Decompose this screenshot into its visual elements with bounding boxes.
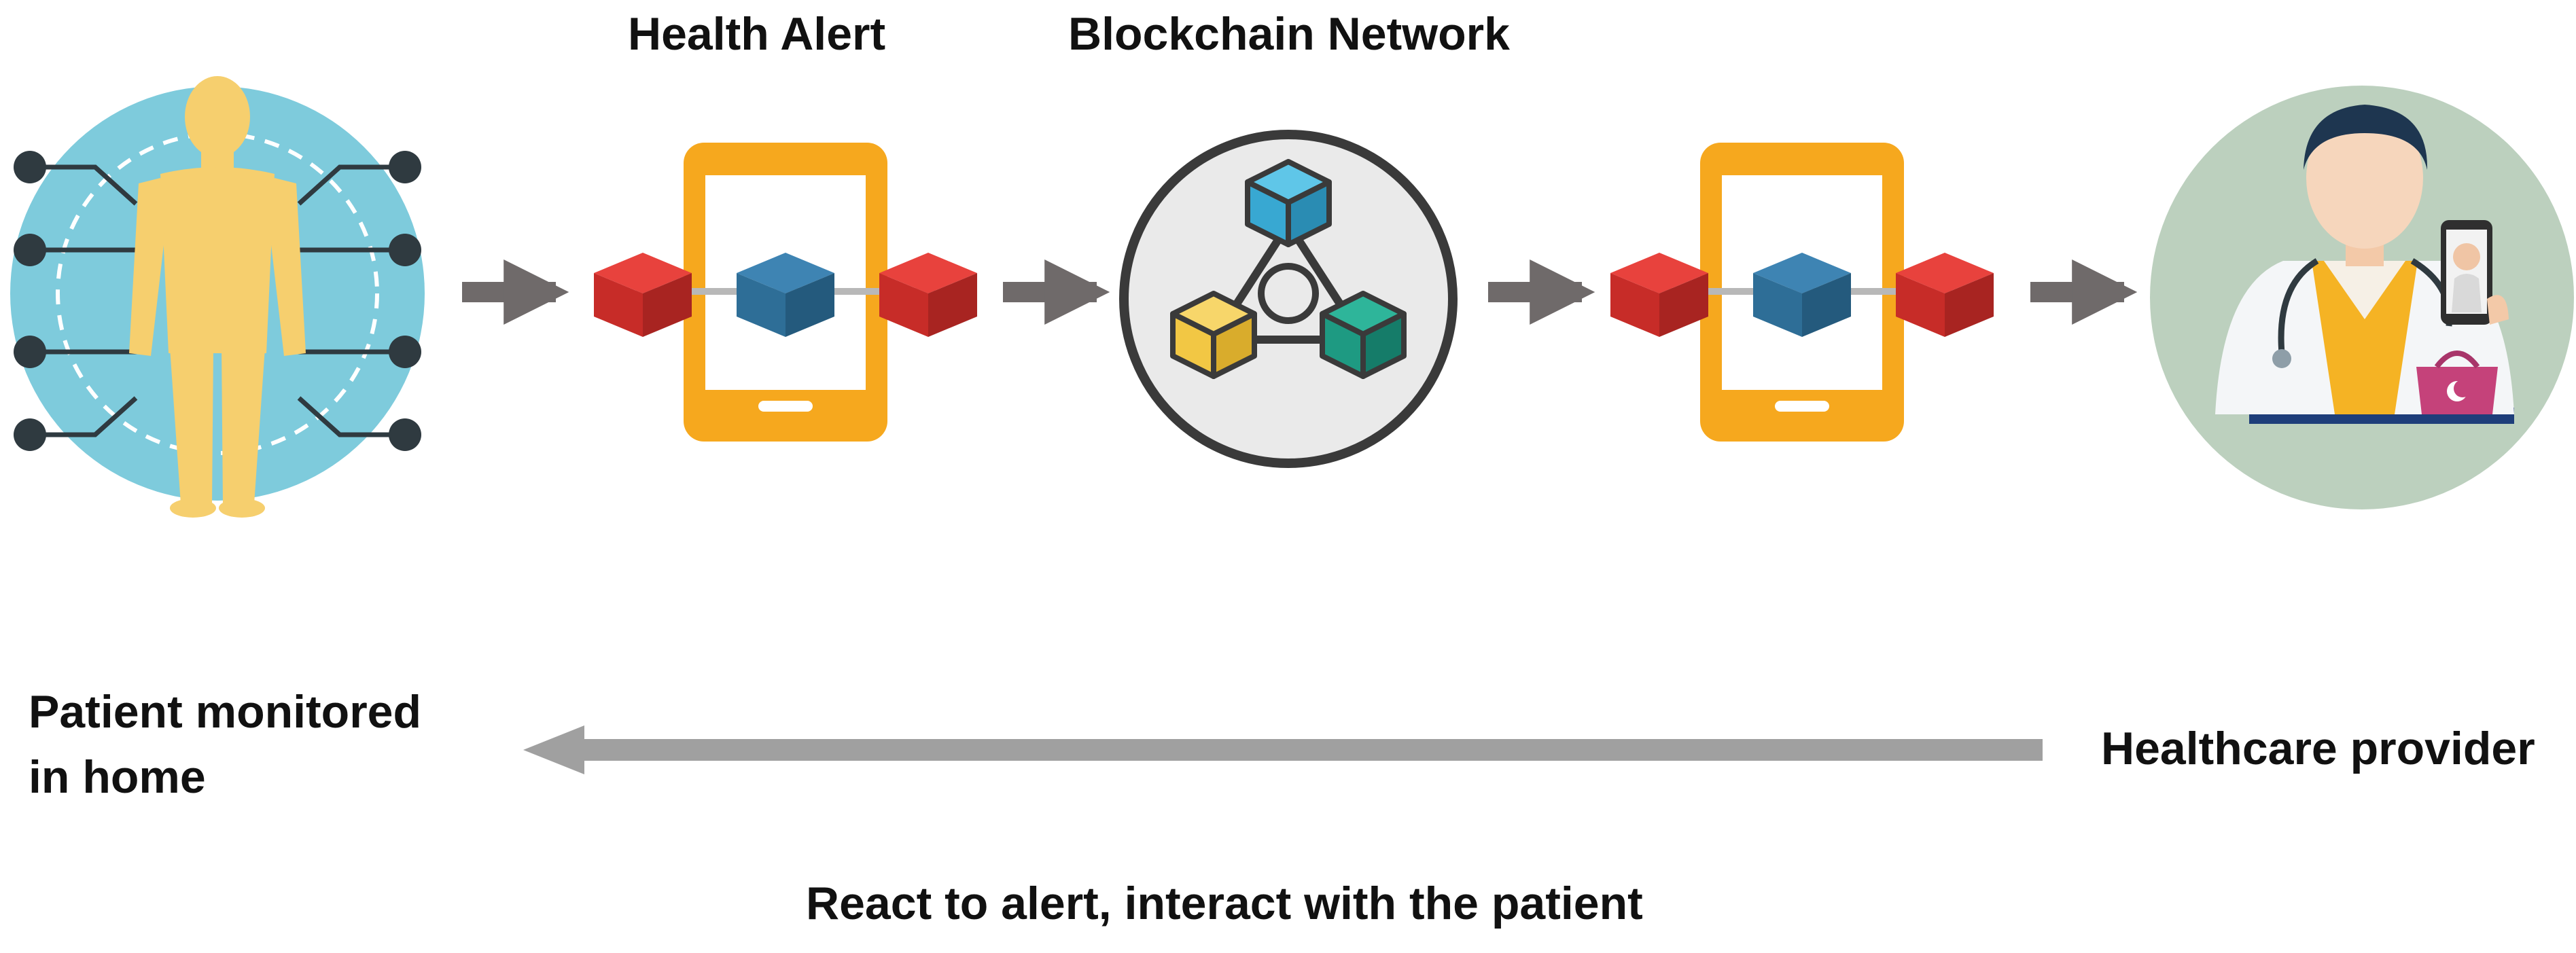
blockchain-network-label: Blockchain Network <box>1068 8 1510 60</box>
healthcare-provider-label: Healthcare provider <box>2101 723 2535 774</box>
blockchain-network-icon <box>1119 130 1458 468</box>
reaction-label: React to alert, interact with the patien… <box>806 878 1643 929</box>
return-arrow <box>523 725 2043 774</box>
health-alert-label: Health Alert <box>628 8 886 60</box>
patient-body-icon <box>10 76 425 518</box>
smartphone-block-icon <box>1610 143 1994 442</box>
smartphone-block-icon <box>594 143 977 442</box>
patient-label: Patient monitored in home <box>29 686 422 803</box>
doctor-icon <box>2150 86 2574 509</box>
